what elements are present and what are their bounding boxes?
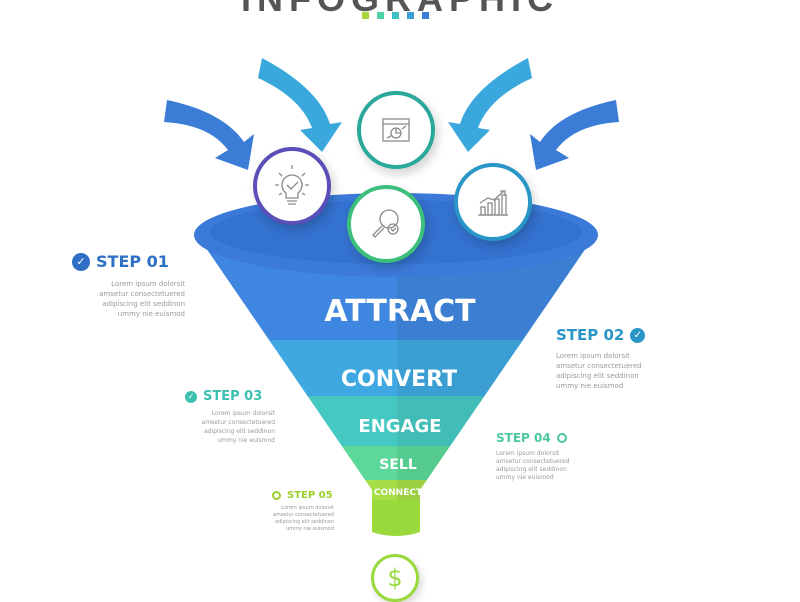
circle-outline-icon bbox=[272, 491, 281, 500]
stage-label-sell: SELL bbox=[379, 457, 417, 473]
step-title: STEP 04 bbox=[496, 431, 551, 445]
arrow-icon bbox=[530, 100, 619, 170]
color-swatches bbox=[362, 12, 429, 19]
check-circle-icon: ✓ bbox=[630, 327, 646, 343]
arrow-icon bbox=[448, 58, 532, 152]
magnifier-check-icon bbox=[372, 209, 399, 238]
step-title: STEP 01 bbox=[96, 252, 169, 271]
arrow-icon bbox=[258, 58, 342, 152]
swatch bbox=[407, 12, 414, 19]
stage-label-attract: ATTRACT bbox=[324, 294, 476, 329]
step-04: STEP 04 Lorem ipsum dolorsit amsetur con… bbox=[496, 431, 576, 482]
browser-chart-circle bbox=[357, 91, 435, 169]
check-circle-icon: ✓ bbox=[72, 252, 90, 271]
swatch bbox=[362, 12, 369, 19]
step-02: STEP 02 ✓ Lorem ipsum dolorsit amsetur c… bbox=[556, 326, 656, 391]
stage-label-convert: CONVERT bbox=[340, 367, 458, 392]
circle-outline-icon bbox=[556, 433, 567, 443]
swatch bbox=[422, 12, 429, 19]
step-description: Lorem ipsum dolorsit amsetur consectetue… bbox=[496, 450, 570, 481]
dollar-icon: $ bbox=[387, 564, 403, 592]
swatch bbox=[392, 12, 399, 19]
dollar-circle: $ bbox=[371, 554, 419, 602]
step-description: Lorem ipsum dolorsit amsetur consectetue… bbox=[99, 280, 185, 318]
stage-label-connect: CONNECT bbox=[373, 488, 423, 498]
step-title: STEP 03 bbox=[203, 389, 263, 404]
bar-chart-growth-icon bbox=[478, 190, 508, 216]
step-title: STEP 05 bbox=[287, 490, 333, 501]
lightbulb-circle bbox=[253, 147, 331, 225]
step-01: ✓ STEP 01 Lorem ipsum dolorsit amsetur c… bbox=[72, 252, 185, 319]
step-description: Lorem ipsum dolorsit amsetur consectetue… bbox=[272, 505, 334, 532]
arrow-icon bbox=[164, 100, 254, 170]
step-description: Lorem ipsum dolorsit amsetur consectetue… bbox=[201, 410, 275, 444]
lightbulb-icon bbox=[275, 165, 309, 205]
browser-chart-icon bbox=[382, 118, 410, 142]
stage-label-engage: ENGAGE bbox=[358, 416, 442, 437]
swatch bbox=[377, 12, 384, 19]
step-05: STEP 05 Lorem ipsum dolorsit amsetur con… bbox=[272, 490, 334, 533]
infographic-title: INFOGRAPHIC bbox=[0, 0, 800, 20]
magnifier-circle bbox=[347, 185, 425, 263]
step-03: ✓ STEP 03 Lorem ipsum dolorsit amsetur c… bbox=[185, 389, 275, 445]
step-title: STEP 02 bbox=[556, 326, 625, 344]
step-description: Lorem ipsum dolorsit amsetur consectetue… bbox=[556, 352, 642, 390]
check-circle-icon: ✓ bbox=[185, 390, 197, 403]
growth-chart-circle bbox=[454, 163, 532, 241]
funnel-spout bbox=[372, 500, 420, 536]
